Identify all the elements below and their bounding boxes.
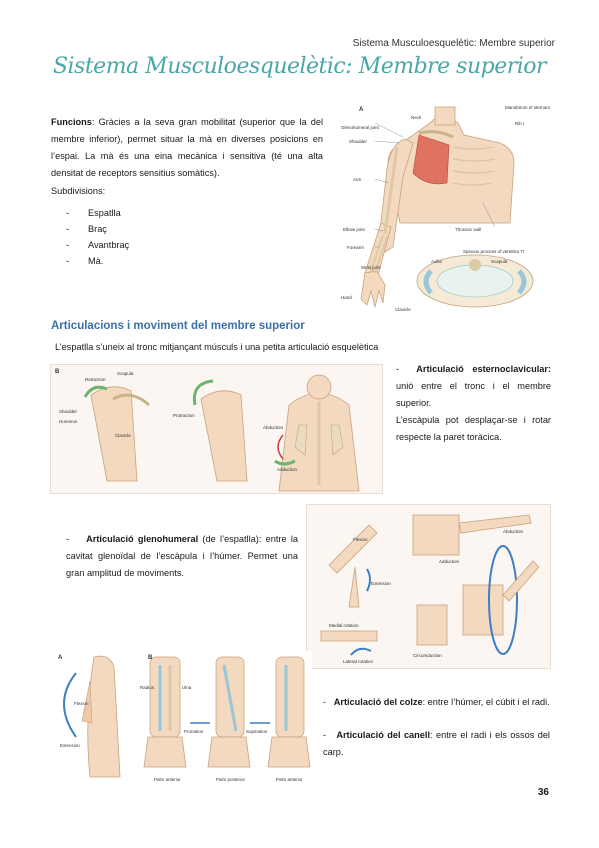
list-item-text: Avantbraç [88, 240, 130, 250]
fig-label-palm-anterior: Palm anterior [154, 777, 181, 782]
fig-label-abduction-s: Abduction [503, 529, 524, 534]
colze-title: Articulació del colze [333, 697, 423, 707]
list-dash: - [66, 208, 70, 218]
fig-label-protraction: Protraction [173, 413, 195, 418]
bullet-dash: - [66, 534, 70, 544]
glenohumeral-text: : entre la cavitat glenoïdal de l’escàpu… [66, 534, 298, 578]
list-dash: - [66, 256, 70, 266]
fig-label-clavicle: Clavicle [395, 307, 411, 312]
fig-label-radius: Radius [140, 685, 155, 690]
fig-label-hand: Hand [341, 295, 352, 300]
list-item-text: Mà. [88, 256, 104, 266]
fig-label-arm: Arm [353, 177, 362, 182]
fig-label-palm-anterior-2: Palm anterior [276, 777, 303, 782]
bullet-dash: - [323, 730, 327, 740]
colze-text: : entre l’húmer, el cúbit i el radi. [422, 697, 550, 707]
list-item: - Braç [66, 224, 129, 240]
colze-paragraph: - Articulació del colze: entre l’húmer, … [323, 694, 550, 711]
fig-label-elbow: Elbow joint [343, 227, 366, 232]
glenohumeral-paren: (de l’espatlla) [198, 534, 259, 544]
fig-label-forearm: Forearm [347, 245, 364, 250]
fig-label-extension: Extension [371, 581, 391, 586]
fig-label-humerus: Humerus [59, 419, 78, 424]
bullet-dash: - [396, 364, 400, 374]
fig-label-b: B [55, 369, 60, 375]
running-header: Sistema Musculoesquelètic: Membre superi… [352, 38, 555, 49]
canell-text: : entre el radi i els ossos del carp. [323, 730, 550, 757]
fig-label-manubrium: Manubrium of sternum [505, 105, 550, 110]
fig-label-clavicle-b: Clavicle [115, 433, 131, 438]
fig-label-lateral-rotation: Lateral rotation [343, 659, 374, 664]
fig-label-a-elbow: A [58, 655, 63, 661]
esternoclavicular-title: Articulació esternoclavicular: [416, 364, 551, 374]
list-dash: - [66, 224, 70, 234]
list-item: - Espatlla [66, 208, 129, 224]
shoulder-movements-illustration: Flexion Extension Abduction Adduction Me… [320, 514, 540, 664]
figure-upper-limb-anatomy: A Neck Manubrium of sternum Rib I Glenoh… [335, 103, 553, 313]
fig-label-abduction: Abduction [263, 425, 284, 430]
fig-label-scapula: Scapula [491, 259, 508, 264]
fig-label-shoulder-b: Shoulder [59, 409, 78, 414]
fig-label-b-elbow: B [148, 655, 153, 661]
canell-paragraph: - Articulació del canell: entre el radi … [323, 727, 550, 761]
page-number: 36 [537, 787, 549, 798]
fig-label-thoracic-wall: Thoracic wall [455, 227, 481, 232]
fig-label-medial-rotation: Medial rotation [329, 623, 359, 628]
glenohumeral-title: Articulació glenohumeral [86, 534, 199, 544]
page-title: Sistema Musculoesquelètic: Membre superi… [52, 54, 547, 79]
list-item: - Avantbraç [66, 240, 129, 256]
fig-label-neck: Neck [411, 115, 422, 120]
subdivisions-list: - Espatlla - Braç - Avantbraç - Mà. [66, 208, 129, 272]
fig-label-spinous: Spinous process of vertebra TI [463, 249, 524, 254]
subdivisions-label: Subdivisions: [51, 186, 106, 196]
list-item: - Mà. [66, 256, 129, 272]
elbow-movements-illustration: A B Flexion Extension Radius Ulna Pronat… [58, 655, 311, 782]
fig-label-glenohumeral: Glenohumeral joint [341, 125, 380, 130]
fig-label-adduction: Adduction [277, 467, 298, 472]
fig-label-adduction-s: Adduction [439, 559, 460, 564]
fig-label-extension-e: Extension [60, 743, 80, 748]
fig-label-flexion: Flexion [353, 537, 368, 542]
bullet-dash: - [323, 697, 327, 707]
fig-label-supination: Supination [246, 729, 268, 734]
fig-label-axilla: Axilla [431, 259, 442, 264]
fig-label-rib: Rib I [515, 121, 524, 126]
fig-label-wrist: Wrist joint [361, 265, 381, 270]
list-dash: - [66, 240, 70, 250]
glenohumeral-paragraph: - Articulació glenohumeral (de l’espatll… [66, 531, 298, 582]
esternoclavicular-paragraph: - Articulació esternoclavicular: unió en… [396, 361, 551, 446]
section-heading: Articulacions i moviment del membre supe… [51, 320, 305, 332]
funcions-label: Funcions [51, 117, 92, 127]
fig-label-circumduction: Circumduction [413, 653, 442, 658]
upper-limb-anatomy-illustration: A Neck Manubrium of sternum Rib I Glenoh… [341, 105, 550, 312]
fig-label-scapula-b: Scapula [117, 371, 134, 376]
figure-elbow-movements: A B Flexion Extension Radius Ulna Pronat… [50, 651, 312, 784]
esternoclavicular-text2: L’escàpula pot desplaçar-se i rotar resp… [396, 415, 551, 442]
fig-label-a: A [359, 107, 364, 113]
section-intro: L’espatlla s’uneix al tronc mitjançant m… [55, 342, 379, 352]
fig-label-flexion-e: Flexion [74, 701, 89, 706]
list-item-text: Espatlla [88, 208, 121, 218]
fig-label-pronation: Pronation [184, 729, 204, 734]
fig-label-retraction: Retraction [85, 377, 106, 382]
figure-scapula-movements: B Retraction Scapula Shoulder Humerus Cl… [50, 364, 383, 494]
fig-label-shoulder: Shoulder [349, 139, 368, 144]
fig-label-ulna: Ulna [182, 685, 192, 690]
funcions-paragraph: Funcions: Gràcies a la seva gran mobilit… [51, 114, 323, 182]
fig-label-palm-posterior: Palm posterior [216, 777, 246, 782]
canell-title: Articulació del canell [336, 730, 430, 740]
esternoclavicular-text1: unió entre el tronc i el membre superior… [396, 381, 551, 408]
figure-shoulder-movements: Flexion Extension Abduction Adduction Me… [306, 504, 551, 669]
scapula-movements-illustration: B Retraction Scapula Shoulder Humerus Cl… [55, 369, 360, 492]
list-item-text: Braç [88, 224, 107, 234]
funcions-text: : Gràcies a la seva gran mobilitat (supe… [51, 117, 323, 178]
